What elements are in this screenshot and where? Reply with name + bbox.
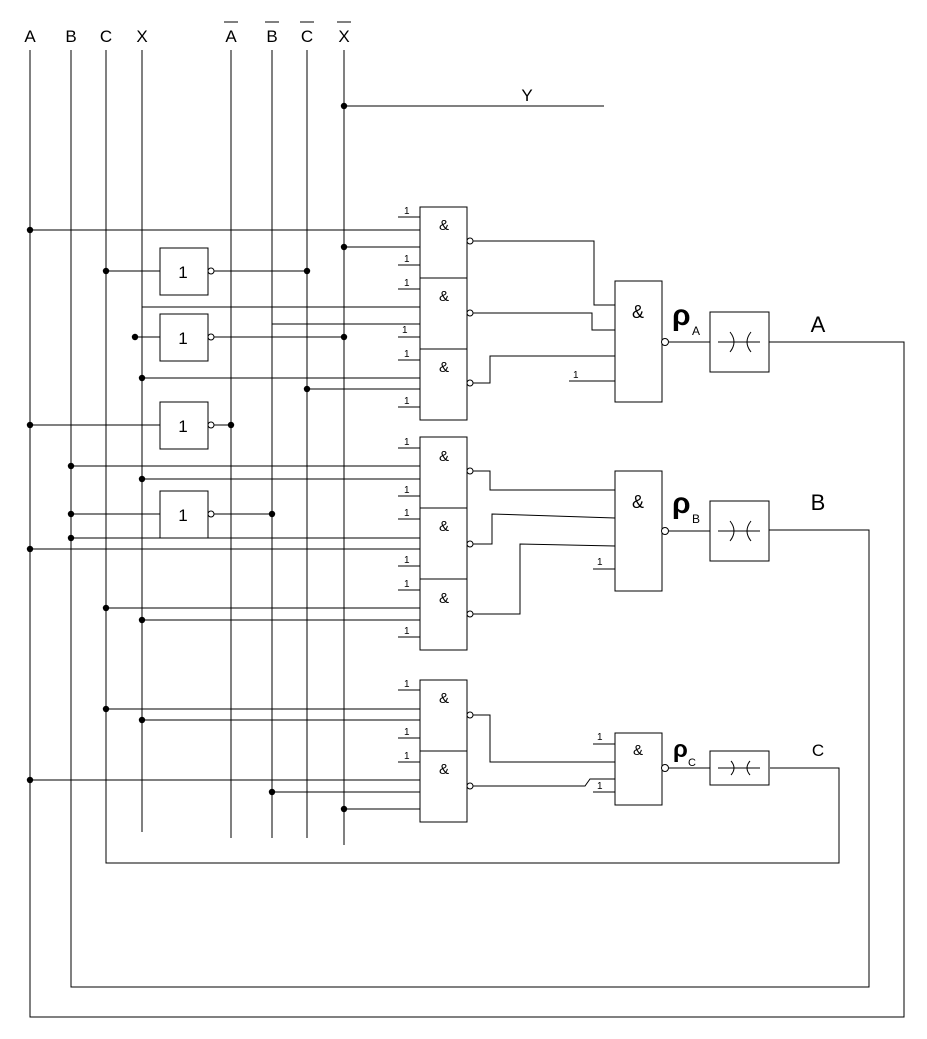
bus-label-not-x: X: [338, 27, 349, 46]
const-one-a1b: 1: [404, 254, 410, 265]
bus-labels: A B C X A B C X: [24, 21, 351, 46]
output-c-label: C: [812, 741, 824, 760]
output-y: Y: [340, 86, 604, 110]
const-one-b2a: 1: [404, 508, 410, 519]
and-gate-a3: & 1 1: [138, 348, 474, 421]
inverter-a-symbol: 1: [178, 417, 187, 436]
nand-output-b: & 1: [473, 470, 710, 615]
inverter-c-symbol: 1: [178, 263, 187, 282]
bus-line-b: [70, 50, 870, 988]
and-gate-b3-symbol: &: [439, 590, 449, 607]
rho-b: ρ: [672, 487, 691, 520]
bus-line-a: [29, 50, 905, 1018]
and-gate-c1-symbol: &: [439, 690, 449, 707]
inverter-a: 1: [26, 401, 235, 450]
and-gate-b3: & 1 1: [102, 578, 474, 651]
inverter-c: 1: [102, 247, 311, 296]
and-gate-b1-symbol: &: [439, 448, 449, 465]
and-gate-b1: & 1 1: [67, 436, 474, 509]
and-gate-c2-symbol: &: [439, 761, 449, 778]
state-variable-c: ρ C C: [673, 736, 824, 786]
nand-output-c: & 1 1: [473, 714, 710, 806]
and-gate-a3-symbol: &: [439, 359, 449, 376]
bus-line-c: [105, 50, 840, 864]
output-b-label: B: [811, 490, 826, 515]
const-one-b3a: 1: [404, 579, 410, 590]
const-one-a2b: 1: [402, 325, 408, 336]
inverter-b: 1: [67, 490, 276, 539]
bus-lines: [29, 50, 905, 1018]
const-one-out-b: 1: [597, 557, 603, 568]
const-one-a2a: 1: [404, 278, 410, 289]
bus-label-x: X: [136, 27, 147, 46]
and-gate-b2: & 1 1: [26, 507, 474, 580]
section-b-and-gates: & 1 1 & 1 1 &: [26, 436, 826, 651]
and-gate-a1-symbol: &: [439, 217, 449, 234]
const-one-out-c1: 1: [597, 732, 603, 743]
const-one-out-c2: 1: [597, 781, 603, 792]
bus-label-not-c: C: [301, 27, 313, 46]
nand-output-a-symbol: &: [632, 302, 644, 322]
output-y-label: Y: [521, 86, 532, 105]
const-one-b1b: 1: [404, 485, 410, 496]
const-one-a1a: 1: [404, 206, 410, 217]
bus-label-c: C: [100, 27, 112, 46]
nand-output-a: & 1: [473, 240, 710, 403]
const-one-b2b: 1: [404, 555, 410, 566]
and-gate-a1: & 1 1: [26, 206, 474, 279]
rho-a: ρ: [672, 299, 691, 332]
rho-c-sub: C: [688, 757, 696, 769]
bus-label-b: B: [65, 27, 76, 46]
and-gate-c2: & 1: [26, 750, 474, 823]
inverter-b-symbol: 1: [178, 506, 187, 525]
const-one-a3a: 1: [404, 349, 410, 360]
const-one-c1b: 1: [404, 727, 410, 738]
and-gate-a2: & 1 1: [142, 277, 474, 350]
and-gate-a2-symbol: &: [439, 288, 449, 305]
rho-b-sub: B: [692, 512, 700, 526]
nand-output-c-symbol: &: [633, 742, 643, 759]
const-one-b3b: 1: [404, 626, 410, 637]
and-gate-b2-symbol: &: [439, 518, 449, 535]
bus-label-not-b: B: [266, 27, 277, 46]
output-a-label: A: [811, 312, 826, 337]
const-one-c2a: 1: [404, 751, 410, 762]
const-one-c1a: 1: [404, 679, 410, 690]
rho-c: ρ: [673, 736, 688, 763]
const-one-b1a: 1: [404, 437, 410, 448]
inverter-x-symbol: 1: [178, 329, 187, 348]
inverter-x: 1: [131, 313, 348, 362]
const-one-out-a: 1: [573, 370, 579, 381]
nand-output-b-symbol: &: [632, 492, 644, 512]
bus-label-not-a: A: [225, 27, 237, 46]
inverters: 1 1 1 1: [26, 247, 348, 539]
section-c-and-gates: & 1 1 & 1 &: [26, 679, 824, 823]
section-a-and-gates: & 1 1 & 1 1 & 1: [26, 206, 826, 421]
and-gate-c1: & 1 1: [102, 679, 474, 752]
bus-label-a: A: [24, 27, 36, 46]
const-one-a3b: 1: [404, 396, 410, 407]
state-variable-a: ρ A A: [672, 299, 826, 373]
rho-a-sub: A: [692, 324, 700, 338]
state-variable-b: ρ B B: [672, 487, 826, 562]
